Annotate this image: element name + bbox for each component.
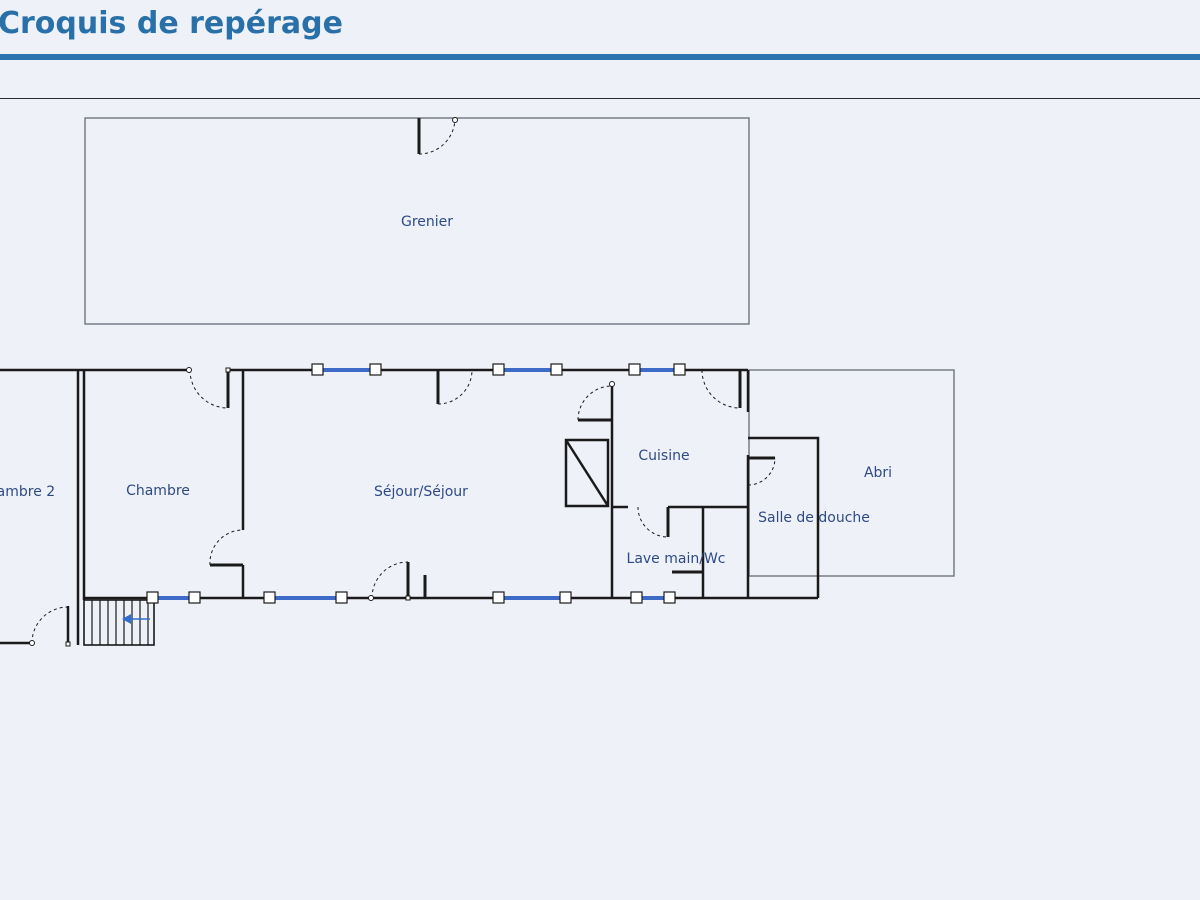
- sejour-label: Séjour/Séjour: [374, 484, 468, 500]
- grenier-room: Grenier: [84, 117, 750, 325]
- door-chambre2: [29, 606, 71, 647]
- grenier-outline: [84, 117, 750, 325]
- door-cuisine-exterior: [701, 369, 742, 409]
- frame-top-border: [0, 98, 1200, 99]
- window-bottom-3: [492, 591, 572, 604]
- salle-douche-label: Salle de douche: [758, 510, 870, 526]
- window-top-3: [628, 363, 686, 376]
- grenier-door: [417, 117, 458, 155]
- abri-outline: [748, 369, 955, 577]
- door-sejour-entry: [368, 561, 427, 601]
- built-in-cupboard: [564, 438, 610, 508]
- window-top-1: [311, 363, 382, 376]
- page-title: Croquis de repérage: [0, 6, 343, 41]
- exterior-walls: [0, 368, 820, 645]
- door-salle-douche: [747, 456, 776, 486]
- window-bottom-4: [630, 591, 676, 604]
- abri-label: Abri: [864, 465, 892, 481]
- door-cuisine: [577, 381, 615, 422]
- cuisine-label: Cuisine: [638, 448, 689, 464]
- arrow-left-icon: [122, 614, 150, 624]
- doors: [29, 367, 776, 647]
- window-top-2: [492, 363, 563, 376]
- staircase-icon: [83, 599, 155, 646]
- chambre-label: Chambre: [126, 483, 190, 499]
- door-chambre-sejour: [209, 529, 244, 567]
- window-bottom-1: [146, 591, 201, 604]
- door-chambre-top: [186, 367, 231, 409]
- window-bottom-2: [263, 591, 348, 604]
- chambre2-label: Chambre 2: [0, 484, 55, 500]
- lave-main-wc-label: Lave main/Wc: [627, 551, 726, 567]
- title-underline: [0, 54, 1200, 60]
- door-sejour-top: [436, 369, 473, 405]
- grenier-label: Grenier: [401, 214, 453, 230]
- door-wc: [637, 506, 703, 574]
- windows: [146, 363, 686, 604]
